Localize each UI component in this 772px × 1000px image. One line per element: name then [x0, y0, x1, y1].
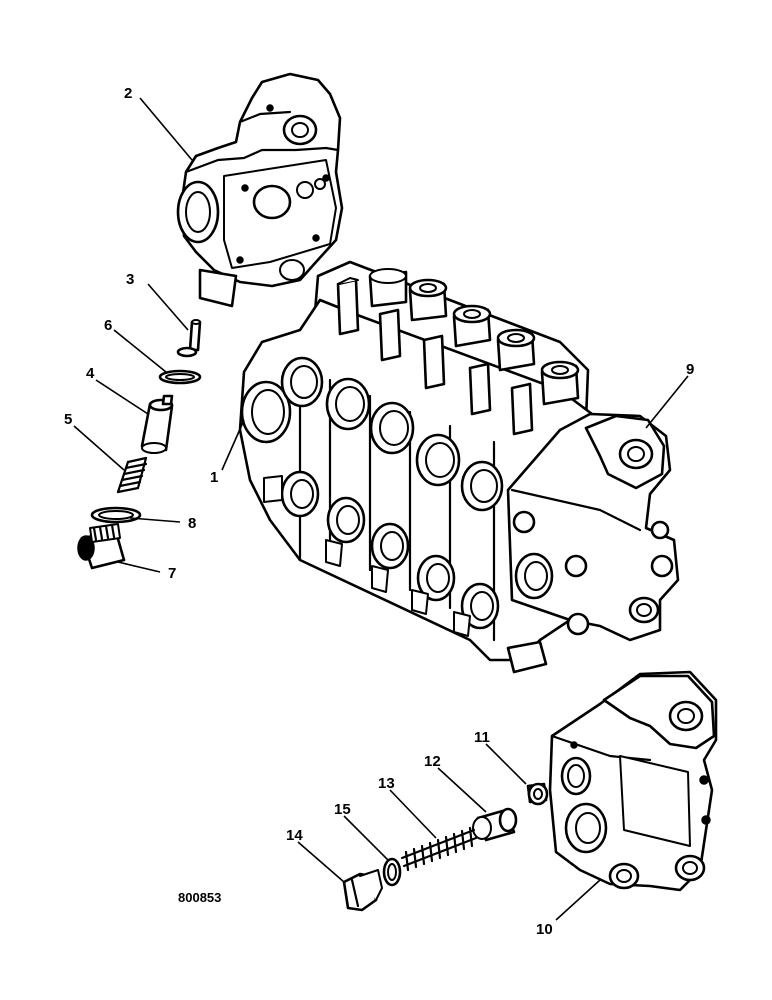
part-5-spring	[116, 456, 148, 494]
part-4-piston	[140, 394, 174, 454]
callout-6: 6	[104, 317, 112, 334]
callout-3: 3	[126, 271, 134, 288]
callout-9: 9	[686, 361, 694, 378]
callout-7: 7	[168, 565, 176, 582]
callout-1: 1	[210, 469, 218, 486]
part-2-inlet-cover	[176, 72, 344, 308]
callout-10: 10	[536, 921, 553, 938]
part-8-seal	[90, 506, 142, 524]
part-14-plug	[342, 869, 383, 912]
callout-15: 15	[334, 801, 351, 818]
callout-12: 12	[424, 753, 441, 770]
part-12-spool	[472, 807, 518, 842]
callout-2: 2	[124, 85, 132, 102]
callout-labels: 2 3 6 4 5 8 7 1 9 10 11 12 13 15 14	[64, 85, 694, 938]
callout-5: 5	[64, 411, 72, 428]
part-11-sleeve	[526, 782, 549, 806]
part-3-pin	[176, 319, 202, 358]
part-13-spring	[400, 826, 478, 872]
callout-8: 8	[188, 515, 196, 532]
callout-14: 14	[286, 827, 303, 844]
part-15-o-ring	[382, 857, 402, 887]
part-10-end-cover	[548, 670, 718, 892]
callout-4: 4	[86, 365, 95, 382]
drawing-reference-number: 800853	[178, 890, 221, 905]
callout-11: 11	[474, 729, 490, 746]
leader-lines	[73, 97, 689, 921]
callout-13: 13	[378, 775, 395, 792]
part-6-o-ring	[158, 369, 202, 385]
part-9-outlet-cover	[506, 412, 680, 642]
part-7-plug	[77, 523, 126, 570]
